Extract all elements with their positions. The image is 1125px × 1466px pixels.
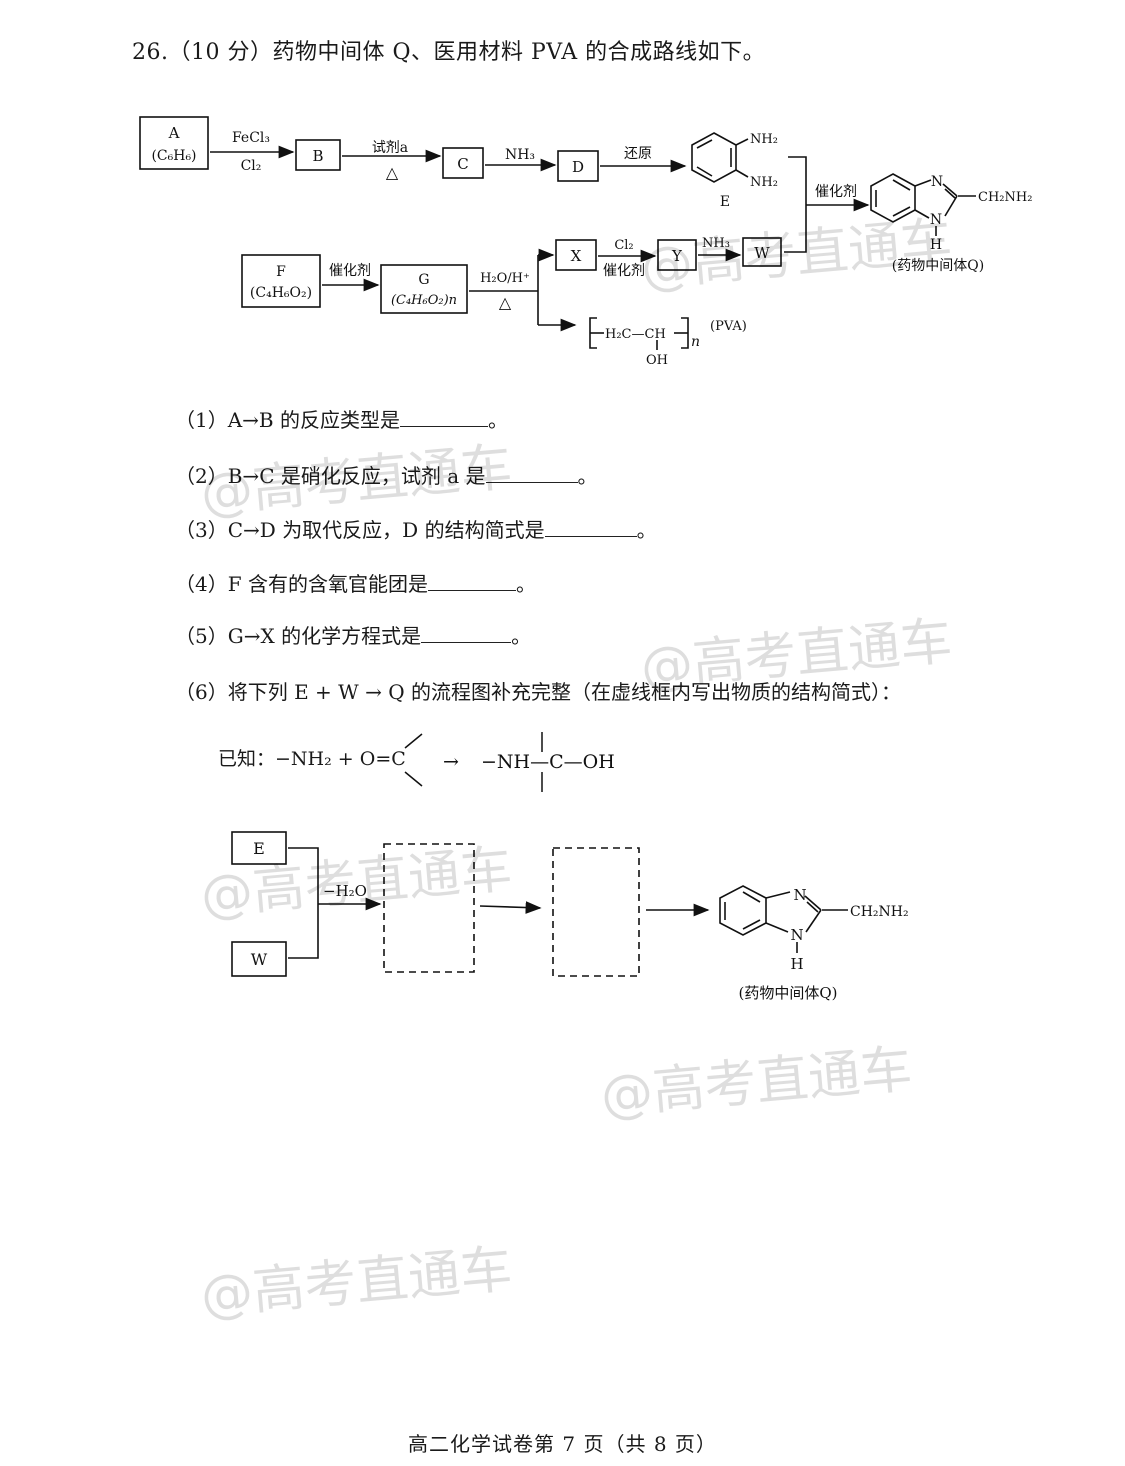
Y-W-reagent: NH₃	[702, 236, 730, 251]
box-F-formula: (C₄H₆O₂)	[250, 285, 312, 301]
G-hydrolysis-top: H₂O/H⁺	[480, 271, 530, 286]
PVA-chain: H₂C—CH	[605, 327, 666, 342]
G-hydrolysis-bottom: △	[499, 293, 512, 312]
subquestion-3: （3）C→D 为取代反应，D 的结构简式是。	[175, 516, 657, 542]
box-F-label: F	[276, 264, 286, 280]
flow-Q-caption: (药物中间体Q)	[738, 984, 837, 1002]
answer-blank-5[interactable]	[421, 622, 512, 643]
watermark: @高考直通车	[198, 1239, 515, 1327]
subquestion-1: （1）A→B 的反应类型是。	[175, 406, 508, 432]
box-F	[241, 254, 321, 308]
F-G-catalyst: 催化剂	[329, 263, 371, 279]
box-X	[555, 239, 597, 271]
subquestion-4: （4）F 含有的含氧官能团是。	[175, 570, 536, 596]
PVA-OH: OH	[646, 353, 668, 368]
box-G-label: G	[418, 272, 429, 288]
A-B-reagent-top: FeCl₃	[232, 130, 270, 146]
known-arrow: →	[443, 751, 459, 773]
flow-E-label: E	[253, 839, 265, 858]
synthesis-route-diagram: A (C₆H₆) FeCl₃ Cl₂ B 试剂a △ C NH₃ D 还原 NH…	[139, 116, 1032, 368]
answer-blank-1[interactable]	[400, 406, 488, 427]
Q-caption: (药物中间体Q)	[892, 258, 984, 274]
box-B	[295, 139, 341, 171]
box-A-label: A	[168, 124, 180, 142]
to-Q-catalyst: 催化剂	[815, 184, 857, 200]
E-label: E	[720, 194, 730, 210]
box-C	[442, 147, 484, 179]
Q-N-bottom: N	[930, 212, 942, 228]
box-D-label: D	[572, 158, 584, 176]
B-C-reagent-top: 试剂a	[372, 140, 408, 156]
X-Y-reagent-bottom: 催化剂	[603, 263, 645, 279]
B-C-reagent-bottom: △	[386, 163, 399, 182]
known-reaction: 已知：−NH₂ + O=C	[218, 748, 406, 770]
dashed-box-1[interactable]	[383, 843, 475, 973]
flow-diagram: E W −H₂O N N H CH₂NH₂ (药物中间体Q)	[231, 831, 909, 1002]
flow-Q-N-top: N	[793, 886, 806, 904]
box-D	[557, 150, 599, 182]
flow-condition: −H₂O	[323, 882, 367, 900]
flow-Q-substituent: CH₂NH₂	[850, 904, 909, 920]
known-rhs: −NH—C—OH	[481, 751, 615, 773]
answer-blank-2[interactable]	[485, 462, 578, 483]
subquestion-2: （2）B→C 是硝化反应，试剂 a 是。	[175, 462, 598, 488]
question-title: 26.（10 分）药物中间体 Q、医用材料 PVA 的合成路线如下。	[132, 40, 766, 65]
watermark: @高考直通车	[598, 1039, 915, 1127]
PVA-label: (PVA)	[710, 319, 747, 334]
D-E-reagent: 还原	[624, 146, 652, 162]
flow-Q-N-bottom: N	[790, 926, 803, 944]
Q-bottom-benzene	[719, 885, 767, 936]
page-footer: 高二化学试卷第 7 页（共 8 页）	[408, 1432, 717, 1456]
box-Y-label: Y	[671, 247, 683, 265]
box-G	[380, 264, 468, 314]
box-X-label: X	[571, 247, 582, 265]
subquestion-5: （5）G→X 的化学方程式是。	[175, 622, 532, 648]
box-C-label: C	[457, 155, 468, 173]
C-D-reagent: NH₃	[505, 147, 535, 163]
dashed-box-2[interactable]	[552, 847, 640, 977]
known-reaction-bonds: → −NH—C—OH	[404, 732, 615, 792]
PVA-n: n	[691, 334, 700, 350]
Q-top-benzene	[870, 173, 916, 223]
answer-blank-3[interactable]	[544, 516, 637, 537]
E-group-top: NH₂	[750, 132, 778, 147]
benzene-E	[691, 132, 737, 183]
box-B-label: B	[312, 147, 323, 165]
box-G-formula: (C₄H₆O₂)n	[391, 293, 457, 308]
flow-box-W	[231, 941, 287, 977]
X-Y-reagent-top: Cl₂	[614, 238, 633, 253]
box-A-formula: (C₆H₆)	[151, 148, 196, 164]
Q-H: H	[930, 237, 942, 253]
box-Y	[657, 239, 697, 271]
E-group-bottom: NH₂	[750, 175, 778, 190]
flow-box-E	[231, 831, 287, 865]
Q-substituent: CH₂NH₂	[978, 190, 1032, 205]
A-B-reagent-bottom: Cl₂	[241, 158, 262, 174]
flow-Q-H: H	[790, 955, 803, 973]
flow-W-label: W	[251, 950, 268, 969]
Q-N-top: N	[931, 174, 943, 190]
answer-blank-4[interactable]	[427, 570, 516, 591]
box-A	[139, 116, 209, 170]
box-W	[742, 237, 782, 267]
box-W-label: W	[754, 244, 770, 262]
subquestion-6: （6）将下列 E + W → Q 的流程图补充完整（在虚线框内写出物质的结构简式…	[175, 680, 901, 704]
